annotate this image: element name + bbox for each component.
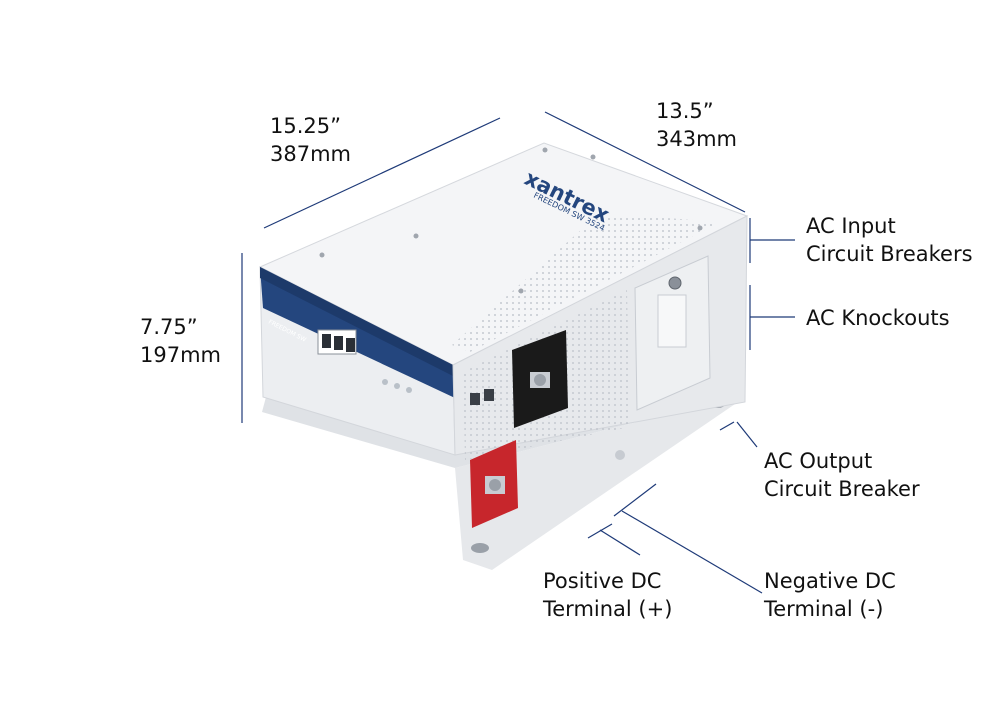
positive-dc-terminal xyxy=(470,440,518,528)
top-screws xyxy=(319,147,703,294)
negative-dc-terminal xyxy=(512,330,568,428)
height-dimension-label: 7.75” 197mm xyxy=(140,313,221,369)
depth-inches: 13.5” xyxy=(656,99,714,123)
depth-dimension-label: 13.5” 343mm xyxy=(656,97,737,153)
length-dimension-label: 15.25” 387mm xyxy=(270,112,351,168)
height-mm: 197mm xyxy=(140,343,221,367)
length-mm: 387mm xyxy=(270,142,351,166)
ac-output-breaker xyxy=(615,450,625,460)
callout-ac-knockouts: AC Knockouts xyxy=(806,306,950,330)
callout-positive-dc: Positive DC Terminal (+) xyxy=(543,569,673,621)
callout-ac-output: AC Output Circuit Breaker xyxy=(764,449,920,501)
height-inches: 7.75” xyxy=(140,315,198,339)
status-leds xyxy=(382,379,412,393)
ac-knockout-plate xyxy=(657,294,687,348)
length-inches: 15.25” xyxy=(270,114,341,138)
callout-ac-input: AC Input Circuit Breakers xyxy=(806,214,973,266)
callout-negative-dc: Negative DC Terminal (-) xyxy=(764,569,896,621)
network-ports xyxy=(317,329,357,355)
remote-port xyxy=(470,393,480,405)
bts-port xyxy=(484,389,494,401)
depth-mm: 343mm xyxy=(656,127,737,151)
dimension-lines xyxy=(241,111,746,423)
depth-dimension-line xyxy=(544,111,746,213)
callout-lines xyxy=(587,218,795,594)
ac-input-breaker xyxy=(668,276,682,290)
length-dimension-line xyxy=(263,117,501,229)
top-vents xyxy=(452,213,720,352)
